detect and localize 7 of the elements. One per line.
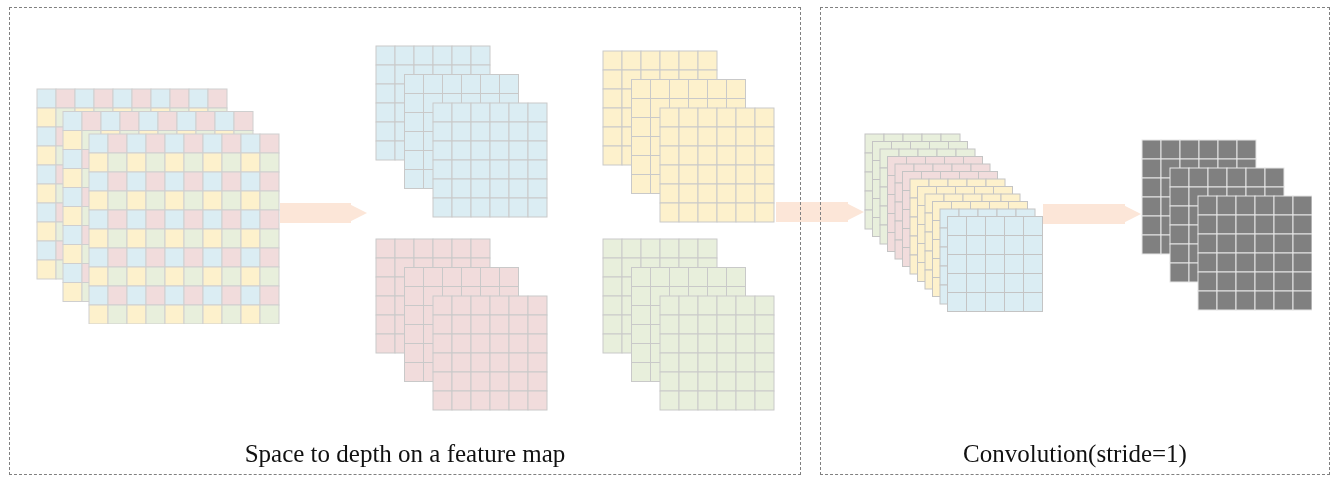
block-arrow [280,203,368,223]
panel-caption: Space to depth on a feature map [243,440,567,468]
block-arrow [1043,204,1142,224]
dashed-panel [9,7,801,475]
dashed-panel [820,7,1330,475]
block-arrow [776,202,865,222]
panel-caption: Convolution(stride=1) [962,440,1188,468]
